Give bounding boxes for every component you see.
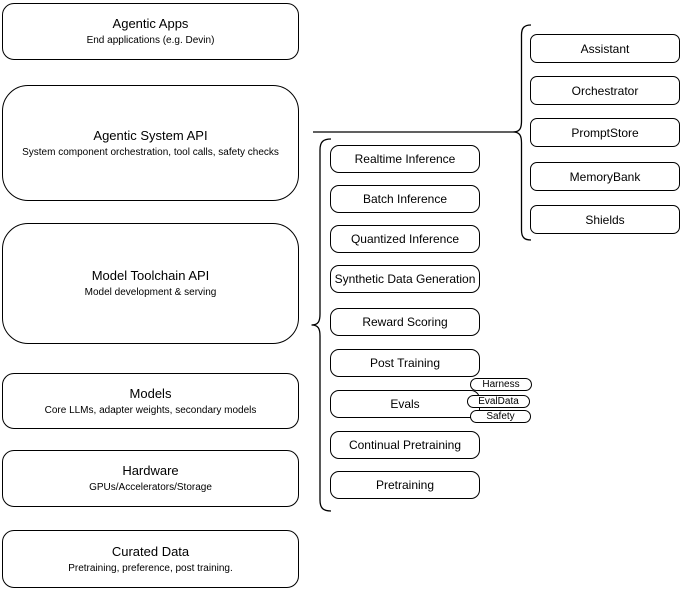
node-batch-inference: Batch Inference <box>330 185 480 213</box>
node-orchestrator: Orchestrator <box>530 76 680 105</box>
node-hardware: Hardware GPUs/Accelerators/Storage <box>2 450 299 507</box>
node-promptstore: PromptStore <box>530 118 680 147</box>
tag-harness: Harness <box>470 378 532 391</box>
node-subtitle: Pretraining, preference, post training. <box>68 562 233 574</box>
tag-label: EvalData <box>478 396 519 407</box>
node-label: Pretraining <box>375 478 435 492</box>
node-label: Reward Scoring <box>362 315 448 329</box>
node-pretraining: Pretraining <box>330 471 480 499</box>
components-brace <box>512 24 532 241</box>
node-model-toolchain-api: Model Toolchain API Model development & … <box>2 223 299 344</box>
node-agentic-system-api: Agentic System API System component orch… <box>2 85 299 201</box>
node-subtitle: GPUs/Accelerators/Storage <box>89 482 212 493</box>
node-title: Curated Data <box>111 543 190 559</box>
node-label: Continual Pretraining <box>348 438 462 452</box>
node-subtitle: System component orchestration, tool cal… <box>22 146 279 158</box>
node-label: Evals <box>390 397 420 411</box>
node-quantized-inference: Quantized Inference <box>330 225 480 253</box>
node-subtitle: Model development & serving <box>84 287 217 298</box>
node-shields: Shields <box>530 205 680 234</box>
node-label: Post Training <box>369 356 441 370</box>
node-subtitle: Core LLMs, adapter weights, secondary mo… <box>44 404 257 416</box>
node-reward-scoring: Reward Scoring <box>330 308 480 336</box>
node-label: PromptStore <box>571 125 639 140</box>
toolchain-brace <box>311 138 332 512</box>
node-label: Assistant <box>580 41 630 56</box>
node-memorybank: MemoryBank <box>530 162 680 191</box>
node-models: Models Core LLMs, adapter weights, secon… <box>2 373 299 429</box>
node-evals: Evals <box>330 390 480 418</box>
node-label: Quantized Inference <box>350 232 460 246</box>
node-label: Orchestrator <box>571 83 639 98</box>
node-title: Agentic Apps <box>112 16 189 31</box>
node-label: Synthetic Data Generation <box>334 272 476 286</box>
node-curated-data: Curated Data Pretraining, preference, po… <box>2 530 299 588</box>
node-title: Model Toolchain API <box>91 268 210 283</box>
node-post-training: Post Training <box>330 349 480 377</box>
tag-label: Safety <box>486 411 515 422</box>
tag-safety: Safety <box>470 410 531 423</box>
node-title: Agentic System API <box>93 127 208 143</box>
node-title: Models <box>129 385 172 401</box>
node-synthetic-data-generation: Synthetic Data Generation <box>330 265 480 293</box>
tag-evaldata: EvalData <box>467 395 530 408</box>
node-subtitle: End applications (e.g. Devin) <box>86 35 215 46</box>
tag-label: Harness <box>482 379 520 390</box>
node-assistant: Assistant <box>530 34 680 63</box>
node-label: Shields <box>585 212 625 227</box>
node-realtime-inference: Realtime Inference <box>330 145 480 173</box>
node-continual-pretraining: Continual Pretraining <box>330 431 480 459</box>
node-label: MemoryBank <box>569 169 641 184</box>
node-label: Realtime Inference <box>354 152 456 166</box>
node-title: Hardware <box>122 463 179 478</box>
node-agentic-apps: Agentic Apps End applications (e.g. Devi… <box>2 3 299 60</box>
node-label: Batch Inference <box>362 192 448 206</box>
